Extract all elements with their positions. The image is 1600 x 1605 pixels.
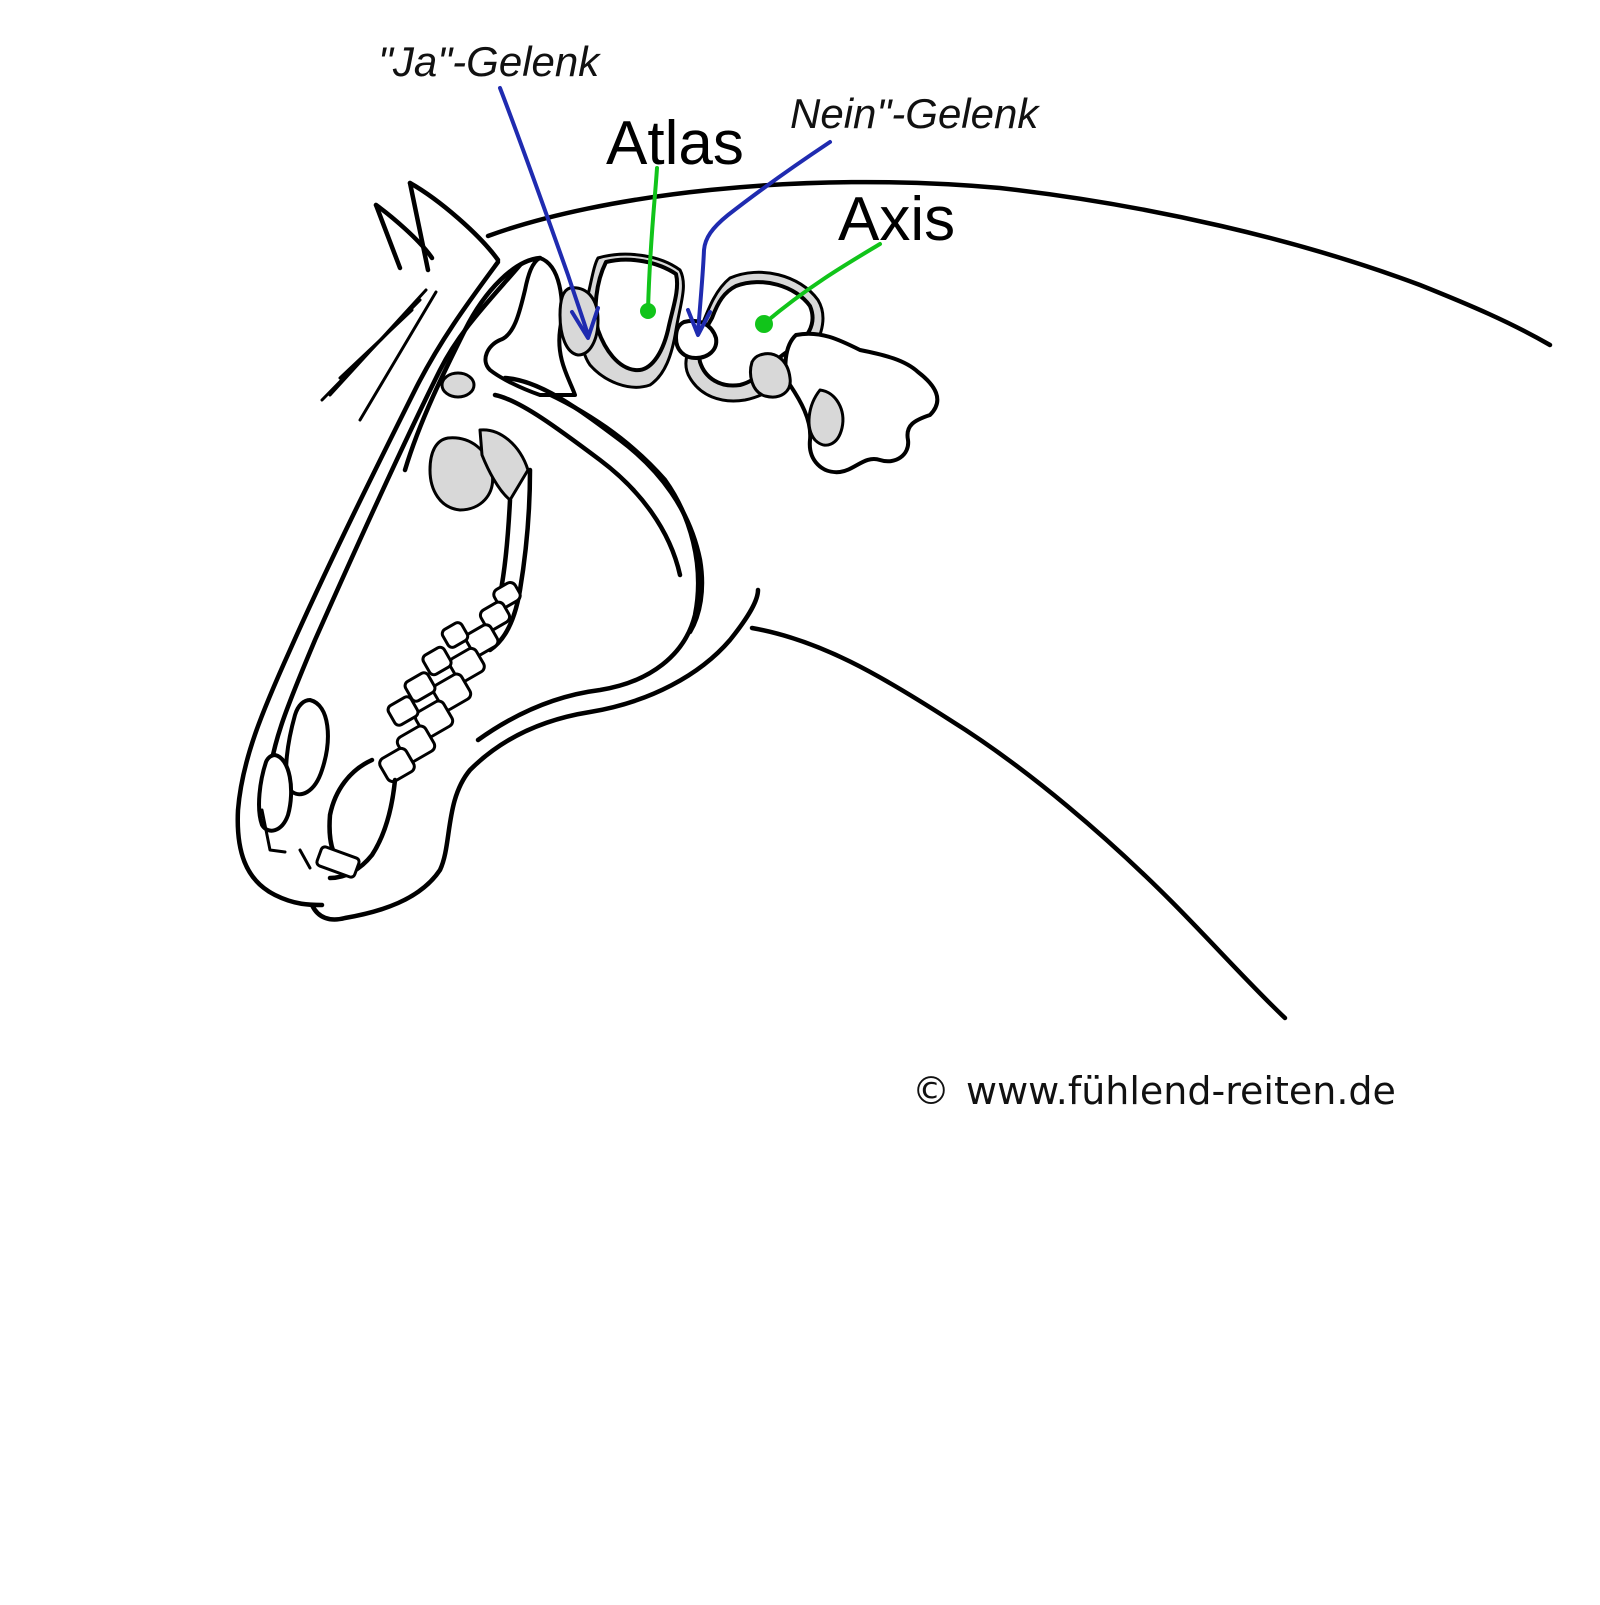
nein-joint-arrow — [686, 140, 832, 337]
axis-label: Axis — [838, 185, 955, 254]
teeth — [257, 581, 522, 881]
atlas-leader — [640, 166, 659, 319]
nein-joint-label: Nein"-Gelenk — [790, 90, 1040, 137]
copyright-url: www.fühlend-reiten.de — [966, 1069, 1396, 1113]
axis-leader — [755, 242, 882, 333]
axis-vertebra — [674, 270, 940, 475]
atlas-label: Atlas — [606, 109, 744, 178]
skull — [402, 255, 705, 653]
ja-joint-arrow — [498, 86, 600, 340]
eye-socket — [440, 371, 476, 399]
ja-joint-label: "Ja"-Gelenk — [378, 38, 601, 85]
copyright-symbol: © — [912, 1069, 950, 1113]
neck-crest-line — [485, 179, 1553, 348]
neck-underside-line — [749, 625, 1288, 1021]
atlas-vertebra — [558, 252, 685, 389]
